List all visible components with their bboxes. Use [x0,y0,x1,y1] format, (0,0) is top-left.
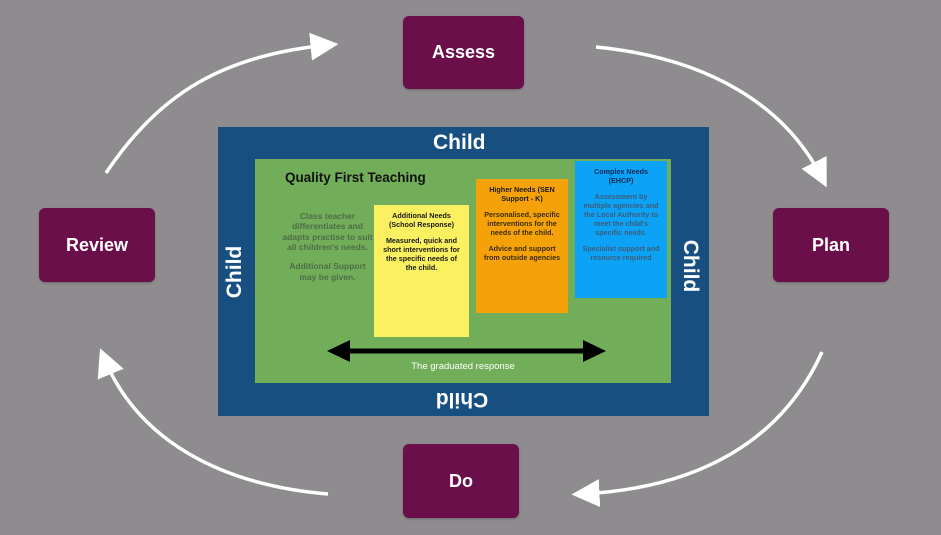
arrow-plan-to-do [571,351,824,508]
higher-needs-body-1: Personalised, specific interventions for… [484,210,560,237]
do-label: Do [449,470,473,491]
assess-label: Assess [431,42,496,62]
arrow-assess-to-plan [595,45,827,188]
do-box: Do [403,444,519,518]
higher-needs-body-2: Advice and support from outside agencies [483,244,561,262]
review-label: Review [65,234,129,255]
complex-needs-title: Complex Needs (EHCP) [594,167,648,185]
quality-first-text-2: Additional Support may be given. [289,261,366,282]
quality-first-text: Class teacher differentiates and adapts … [280,211,375,291]
additional-needs-body: Measured, quick and short interventions … [383,236,460,272]
additional-needs-card: Additional Needs (School Response) Measu… [374,205,469,337]
complex-needs-body-2: Specialist support and resource required [582,244,660,262]
review-box: Review [39,208,155,282]
arrow-do-to-review [97,348,329,496]
higher-needs-title: Higher Needs (SEN Support - K) [489,185,555,203]
plan-label: Plan [811,234,850,255]
higher-needs-card: Higher Needs (SEN Support - K) Personali… [476,179,568,313]
additional-needs-title: Additional Needs (School Response) [388,211,455,229]
assess-box: Assess [403,16,524,89]
quality-first-text-1: Class teacher differentiates and adapts … [282,211,373,253]
graduated-response-label: The graduated response [411,361,515,372]
quality-first-title: Quality First Teaching [285,170,426,185]
arrow-review-to-assess [104,32,339,174]
complex-needs-body-1: Assessment by multiple agencies and the … [583,192,659,237]
complex-needs-card: Complex Needs (EHCP) Assessment by multi… [575,161,667,298]
plan-box: Plan [773,208,889,282]
child-label-top: Child [433,131,486,154]
